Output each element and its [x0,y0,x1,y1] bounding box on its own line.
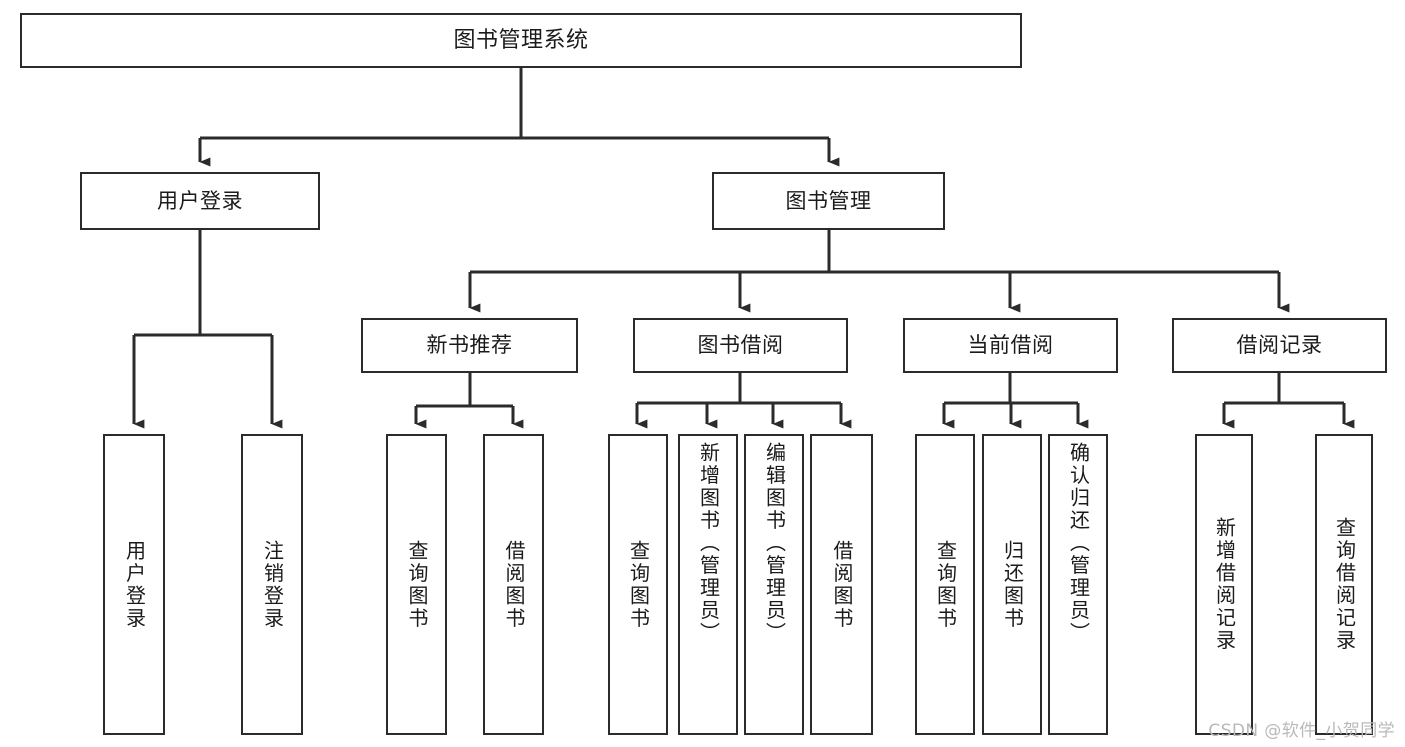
node-label: 查询图书 [626,539,651,630]
node-label: 用户登录 [157,188,243,213]
node-label: 归还图书 [1000,539,1025,630]
node-new-book-recommendation[interactable]: 新书推荐 [361,318,578,373]
node-label: 查询图书 [405,539,429,630]
node-leaf-return-books[interactable]: 归还图书 [982,434,1042,735]
node-label: 借阅图书 [502,539,526,630]
node-label: 用户登录 [122,539,147,630]
node-leaf-borrow-books[interactable]: 借阅图书 [810,434,873,735]
node-label: 编辑图书（管理员） [762,442,787,645]
node-borrowing-records[interactable]: 借阅记录 [1172,318,1387,373]
node-label: 新增图书（管理员） [696,442,721,645]
node-label: 确认归还（管理员） [1066,442,1091,645]
node-leaf-add-book-admin[interactable]: 新增图书（管理员） [678,434,738,735]
node-leaf-borrow-books-new[interactable]: 借阅图书 [483,434,544,735]
node-current-borrowing[interactable]: 当前借阅 [903,318,1118,373]
node-leaf-add-borrow-record[interactable]: 新增借阅记录 [1195,434,1253,735]
node-label: 借阅图书 [830,539,854,630]
node-leaf-query-books-new[interactable]: 查询图书 [386,434,447,735]
node-book-borrowing[interactable]: 图书借阅 [633,318,848,373]
node-label: 新增借阅记录 [1212,517,1237,652]
node-user-login[interactable]: 用户登录 [80,172,320,230]
node-label: 图书管理系统 [453,27,589,53]
node-book-management[interactable]: 图书管理 [712,172,945,230]
node-leaf-user-login[interactable]: 用户登录 [103,434,165,735]
node-leaf-confirm-return-admin[interactable]: 确认归还（管理员） [1048,434,1108,735]
node-label: 新书推荐 [426,333,513,358]
node-label: 注销登录 [260,539,285,630]
node-label: 查询图书 [933,539,958,630]
node-label: 当前借阅 [967,333,1054,358]
node-leaf-query-books-current[interactable]: 查询图书 [915,434,975,735]
node-leaf-query-books-borrow[interactable]: 查询图书 [608,434,668,735]
node-leaf-logout[interactable]: 注销登录 [241,434,303,735]
node-leaf-query-borrow-record[interactable]: 查询借阅记录 [1315,434,1373,735]
node-leaf-edit-book-admin[interactable]: 编辑图书（管理员） [744,434,804,735]
node-root-book-management-system[interactable]: 图书管理系统 [20,13,1022,68]
node-label: 图书管理 [785,188,872,213]
node-label: 查询借阅记录 [1332,517,1357,652]
node-label: 借阅记录 [1236,333,1323,358]
node-label: 图书借阅 [697,333,784,358]
